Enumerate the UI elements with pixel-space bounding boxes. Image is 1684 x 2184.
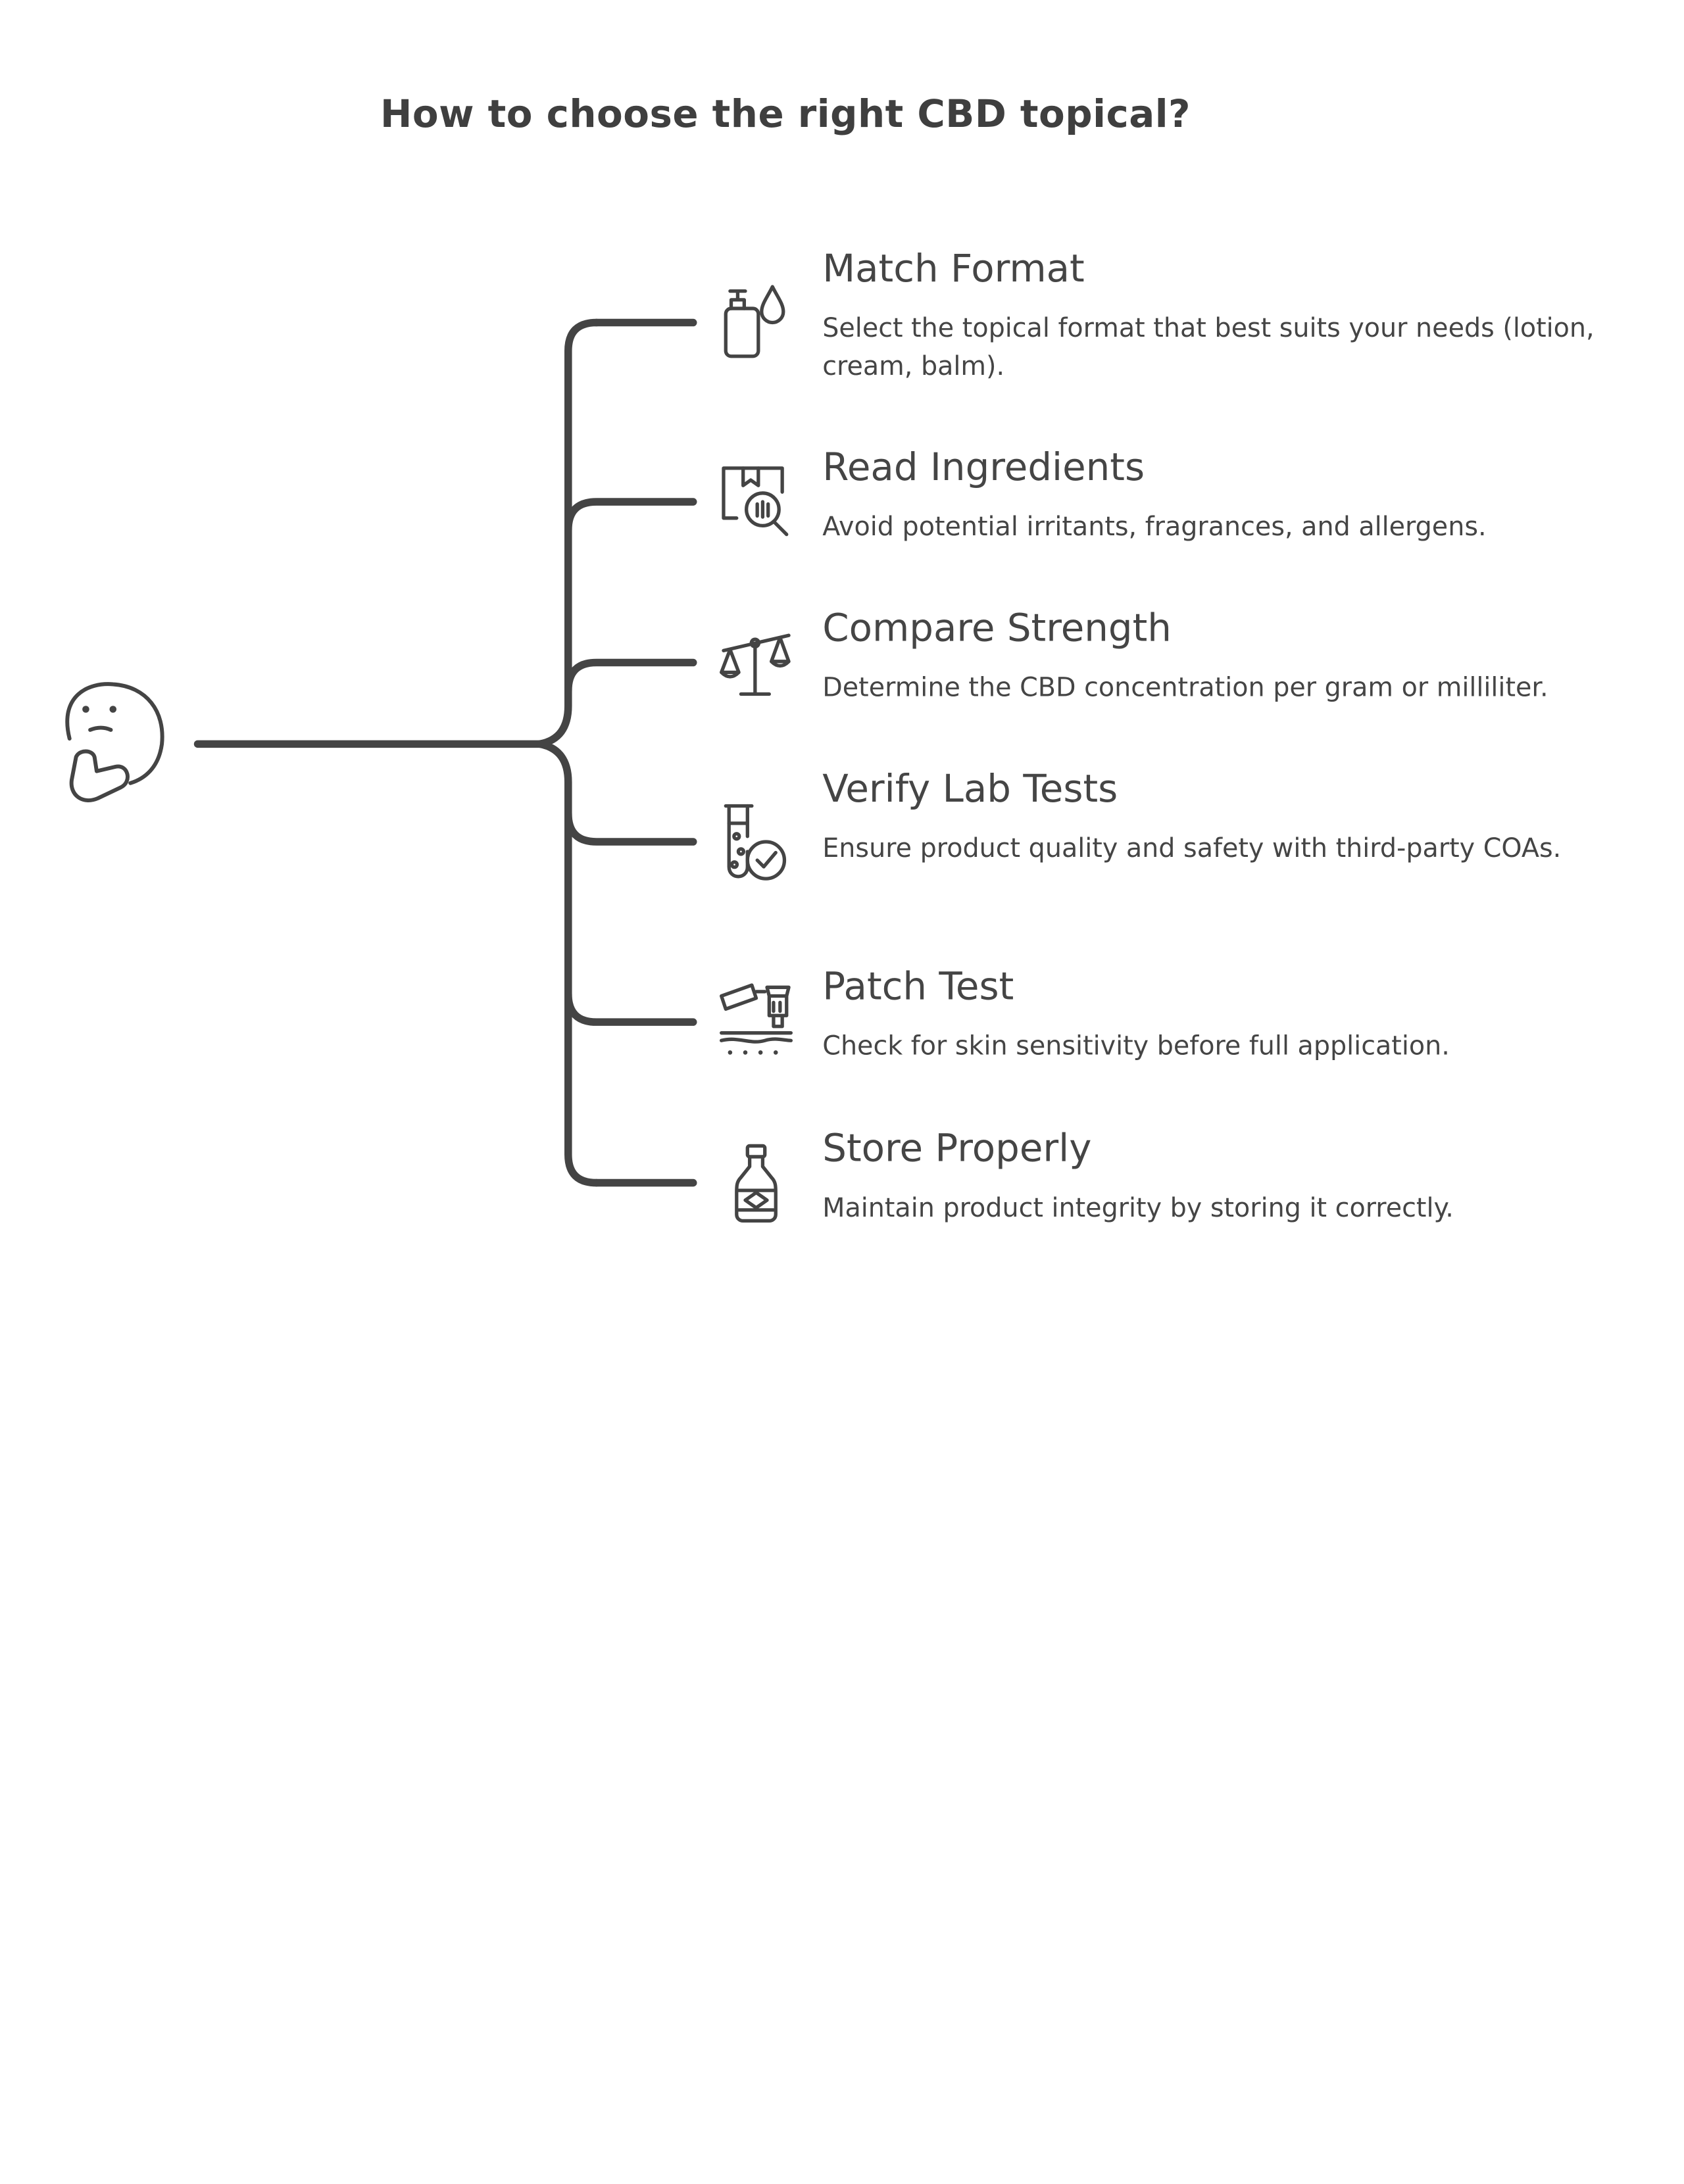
spine-lower (536, 740, 601, 1187)
branch-3 (564, 658, 697, 695)
item-read-ingredients: Read Ingredients Avoid potential irritan… (822, 447, 1681, 546)
pump-bottle-droplet-icon (717, 282, 795, 369)
item-compare-strength: Compare Strength Determine the CBD conce… (822, 607, 1681, 707)
item-description: Check for skin sensitivity before full a… (822, 1031, 1450, 1061)
item-description: Ensure product quality and safety with t… (822, 833, 1562, 864)
item-heading: Store Properly (822, 1127, 1092, 1171)
test-tube-check-icon (717, 800, 795, 886)
item-heading: Compare Strength (822, 607, 1172, 651)
item-patch-test: Patch Test Check for skin sensitivity be… (822, 965, 1681, 1065)
balance-scale-icon (717, 622, 795, 709)
thinking-face-icon (65, 682, 164, 803)
box-magnifier-icon (717, 462, 795, 548)
diagram-title: How to choose the right CBD topical? (380, 93, 1191, 137)
branch-5 (564, 990, 697, 1026)
item-description: Maintain product integrity by storing it… (822, 1192, 1454, 1223)
item-heading: Patch Test (822, 965, 1014, 1009)
bottle-icon (717, 1140, 795, 1227)
item-description: Determine the CBD concentration per gram… (822, 672, 1548, 703)
skin-applicator-icon (717, 981, 795, 1067)
item-verify-lab-tests: Verify Lab Tests Ensure product quality … (822, 768, 1681, 868)
item-heading: Verify Lab Tests (822, 767, 1118, 812)
branch-connectors (65, 318, 697, 1187)
item-heading: Match Format (822, 247, 1085, 291)
item-heading: Read Ingredients (822, 446, 1145, 490)
item-store-properly: Store Properly Maintain product integrit… (822, 1127, 1681, 1227)
spine-upper (536, 318, 601, 748)
branch-2 (564, 498, 697, 534)
branch-4 (564, 810, 697, 846)
item-description: Avoid potential irritants, fragrances, a… (822, 511, 1487, 543)
item-match-format: Match Format Select the topical format t… (822, 248, 1681, 386)
item-description: Select the topical format that best suit… (822, 312, 1595, 381)
